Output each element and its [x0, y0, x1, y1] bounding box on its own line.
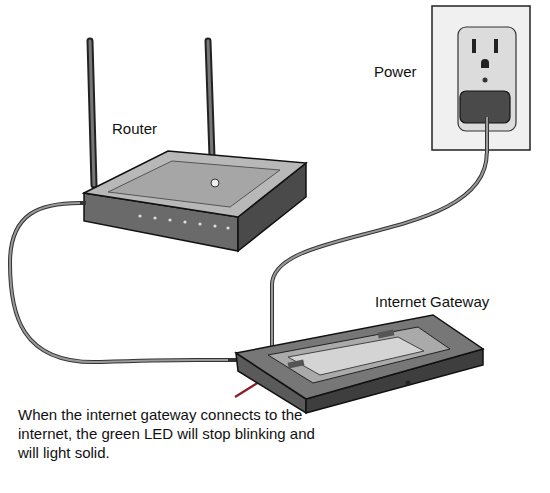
part-label: Internet Gateway	[375, 293, 489, 311]
part-label: Router	[112, 120, 157, 138]
router-illustration-drawing	[80, 35, 310, 262]
router-illustration: Router	[80, 35, 310, 262]
callout-note: When the internet gateway connects to th…	[18, 405, 323, 462]
gateway-illustration: Internet Gateway	[228, 285, 528, 425]
power-outlet: Power	[368, 5, 533, 153]
part-label: Power	[374, 63, 417, 81]
